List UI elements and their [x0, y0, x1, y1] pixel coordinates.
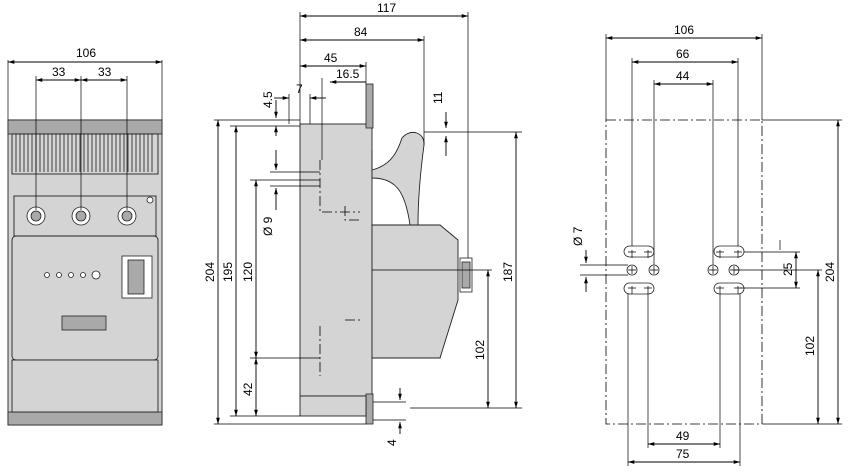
depth-16-5-label: 16.5: [336, 67, 360, 81]
offset-11-label: 11: [431, 91, 445, 104]
mount-diameter-7-label: Ø 7: [571, 226, 585, 246]
front-top-rail: [7, 119, 163, 135]
depth-84-label: 84: [354, 25, 368, 39]
front-view: 106 33 33: [7, 46, 163, 426]
front-pitch-right-label: 33: [98, 65, 112, 79]
height-42-label: 42: [241, 382, 255, 396]
height-204-label: 204: [203, 262, 217, 282]
mount-height-204-label: 204: [823, 262, 837, 282]
side-base: [299, 123, 373, 397]
height-120-label: 120: [241, 262, 255, 282]
depth-45-label: 45: [324, 51, 338, 65]
side-rail: [365, 83, 374, 129]
mount-height-102-label: 102: [803, 336, 817, 356]
front-pitch-left-label: 33: [52, 65, 66, 79]
mounting-outline: [605, 119, 763, 425]
terminal-screws: [26, 196, 154, 226]
side-view: 117 84 45 16.5 7 4.5 11 204 195: [203, 1, 522, 446]
handle: [371, 131, 425, 226]
height-195-label: 195: [221, 262, 235, 282]
mount-spacing-44-label: 44: [676, 69, 690, 83]
front-width-label: 106: [76, 46, 96, 60]
front-bottom-rail: [7, 411, 163, 426]
offset-7-label: 7: [296, 82, 303, 96]
status-leds: [44, 270, 101, 280]
thickness-4-label: 4: [385, 439, 399, 446]
cooling-fins: [11, 133, 159, 175]
mount-width-106-label: 106: [674, 23, 694, 37]
mount-spacing-66-label: 66: [676, 47, 690, 61]
side-body: [371, 224, 459, 359]
mount-offset-25-label: 25: [781, 262, 795, 276]
diameter-9-label: Ø 9: [261, 216, 275, 236]
height-102-label: 102: [473, 340, 487, 360]
mount-spacing-49-label: 49: [676, 429, 690, 443]
offset-4-5-label: 4.5: [261, 91, 275, 108]
depth-total-label: 117: [377, 1, 396, 15]
height-187-label: 187: [501, 262, 515, 282]
mounting-holes: [623, 245, 745, 295]
lower-terminal-cover: [11, 359, 159, 413]
mount-spacing-75-label: 75: [676, 447, 690, 461]
label-plate: [61, 315, 107, 331]
side-bottom-block: [299, 395, 367, 417]
mounting-view: 106 66 44 49 75 Ø 7 25 204: [571, 23, 842, 466]
